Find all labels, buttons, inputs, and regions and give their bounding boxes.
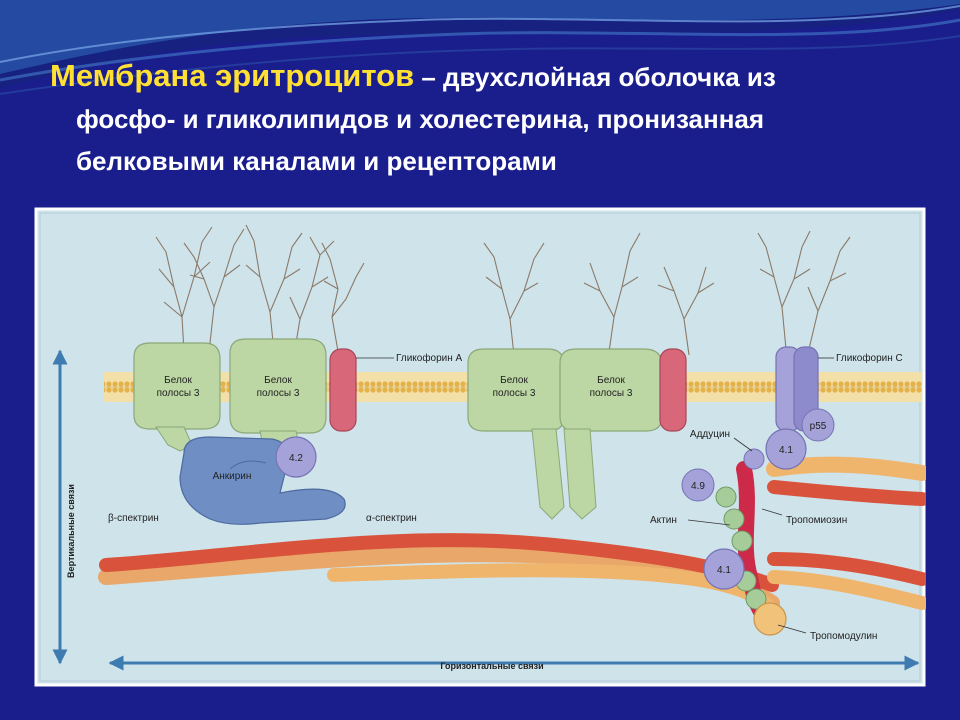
glycophorin-c — [775, 346, 819, 432]
slide-heading: Мембрана эритроцитов – двухслойная оболо… — [50, 55, 930, 182]
label-band3-d-2: полосы 3 — [590, 388, 633, 399]
label-glycophorin-a: Гликофорин А — [396, 352, 463, 364]
label-horizontal-links: Горизонтальные связи — [440, 661, 543, 671]
label-band3-d-1: Белок — [597, 375, 625, 386]
label-protein-4-2: 4.2 — [289, 453, 303, 464]
label-actin: Актин — [650, 515, 677, 526]
tropomodulin — [753, 602, 787, 636]
adducin — [743, 448, 765, 470]
title-rest: – двухслойная оболочка из — [414, 62, 776, 92]
p55 — [801, 408, 835, 442]
label-tropomodulin: Тропомодулин — [810, 631, 877, 642]
heading-line-2: фосфо- и гликолипидов и холестерина, про… — [76, 104, 765, 134]
heading-line-1: Мембрана эритроцитов – двухслойная оболо… — [50, 55, 930, 98]
heading-line-3: белковыми каналами и рецепторами — [76, 146, 557, 176]
label-protein-4-1-top: 4.1 — [779, 445, 793, 456]
label-alpha-spectrin: α-спектрин — [366, 513, 417, 524]
label-glycophorin-c: Гликофорин С — [836, 352, 903, 364]
label-tropomyosin: Тропомиозин — [786, 515, 847, 526]
title-accent: Мембрана эритроцитов — [50, 58, 415, 93]
ankyrin — [179, 436, 346, 525]
label-beta-spectrin: β-спектрин — [108, 513, 159, 524]
label-band3-b-1: Белок — [264, 375, 292, 386]
glycophorin-a — [329, 348, 687, 432]
label-band3-b-2: полосы 3 — [257, 388, 300, 399]
label-protein-4-9: 4.9 — [691, 481, 705, 492]
leader-lines — [356, 357, 834, 634]
band3-protein-d — [559, 348, 663, 520]
label-band3-c-2: полосы 3 — [493, 388, 536, 399]
label-protein-4-1-bottom: 4.1 — [717, 565, 731, 576]
label-band3-c-1: Белок — [500, 375, 528, 386]
label-vertical-links: Вертикальные связи — [66, 484, 76, 578]
protein-4-9 — [681, 468, 715, 502]
label-band3-a-2: полосы 3 — [157, 388, 200, 399]
band3-protein-a — [133, 342, 221, 452]
label-adducin: Аддуцин — [690, 429, 730, 440]
protein-4-1-top — [765, 428, 807, 470]
membrane-diagram: Белок полосы 3 Белок полосы 3 Белок поло… — [34, 207, 926, 687]
protein-4-1-bottom — [703, 548, 745, 590]
protein-4-2 — [275, 436, 317, 478]
label-ankyrin: Анкирин — [213, 471, 252, 482]
label-p55: p55 — [810, 421, 827, 432]
glycocalyx-branches — [155, 224, 851, 358]
label-band3-a-1: Белок — [164, 375, 192, 386]
